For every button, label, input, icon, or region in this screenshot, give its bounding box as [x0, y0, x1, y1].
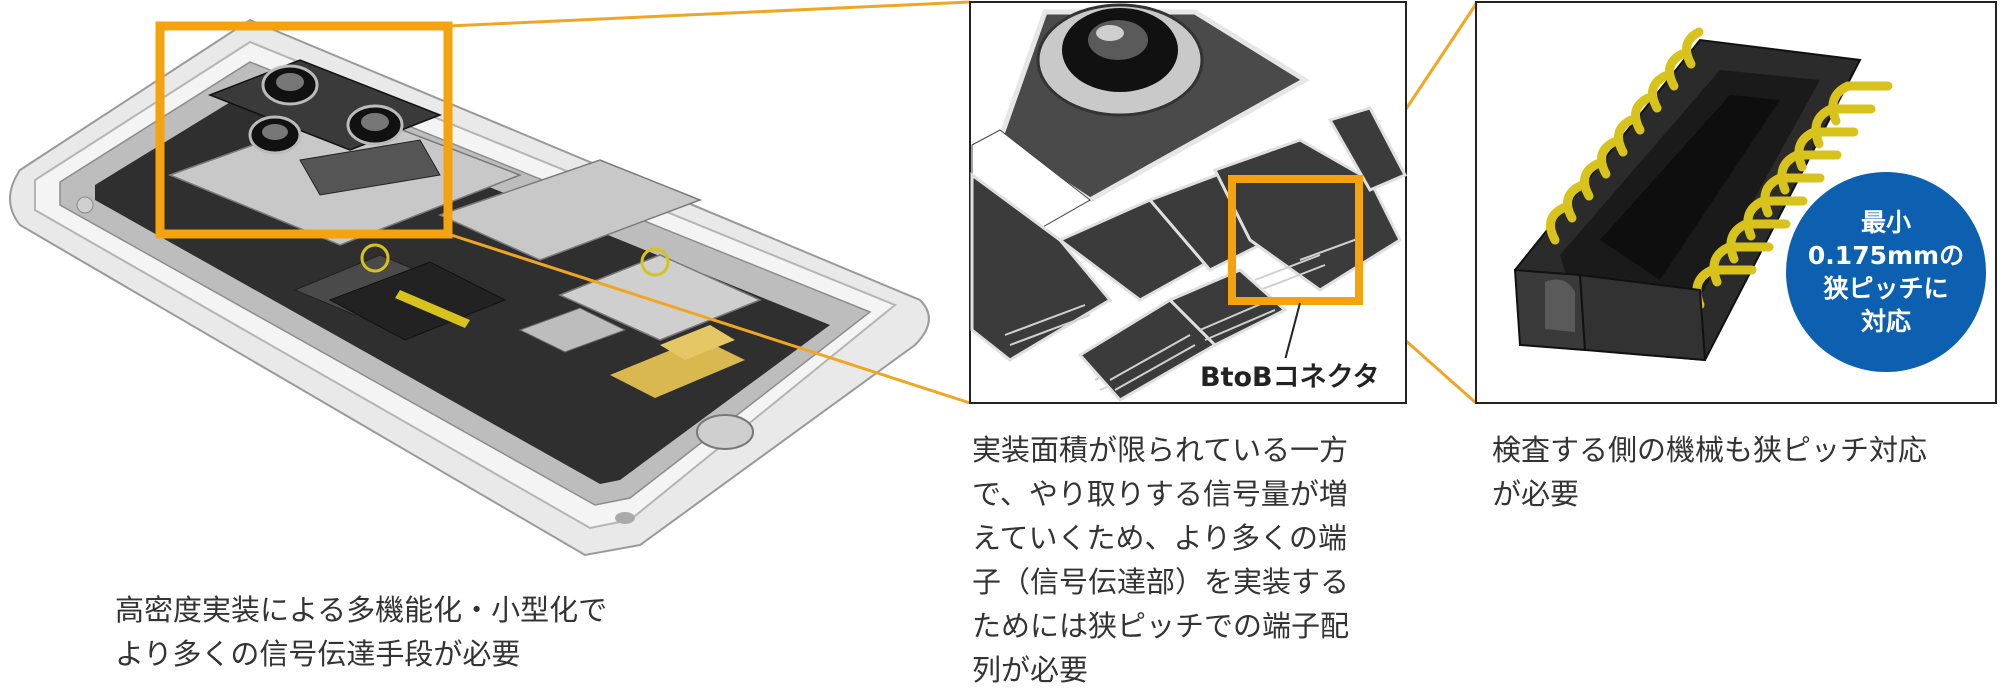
connector-caption: 検査する側の機械も狭ピッチ対応 が必要 — [1492, 433, 1928, 511]
camera-closeup-panel — [969, 1, 1408, 404]
phone-highlight-box — [155, 21, 453, 239]
min-pitch-badge: 最小 0.175mmの 狭ピッチに 対応 — [1786, 172, 1986, 372]
smartphone-illustration — [9, 18, 930, 557]
camera-caption: 実装面積が限られている一方 で、やり取りする信号量が増 えていくため、より多くの… — [972, 433, 1350, 687]
btob-pointer — [1284, 302, 1301, 361]
phone-caption: 高密度実装による多機能化・小型化で より多くの信号伝達手段が必要 — [115, 593, 608, 671]
connector-highlight-box — [1228, 175, 1363, 305]
btob-connector-label: BtoBコネクタ — [1196, 358, 1384, 398]
